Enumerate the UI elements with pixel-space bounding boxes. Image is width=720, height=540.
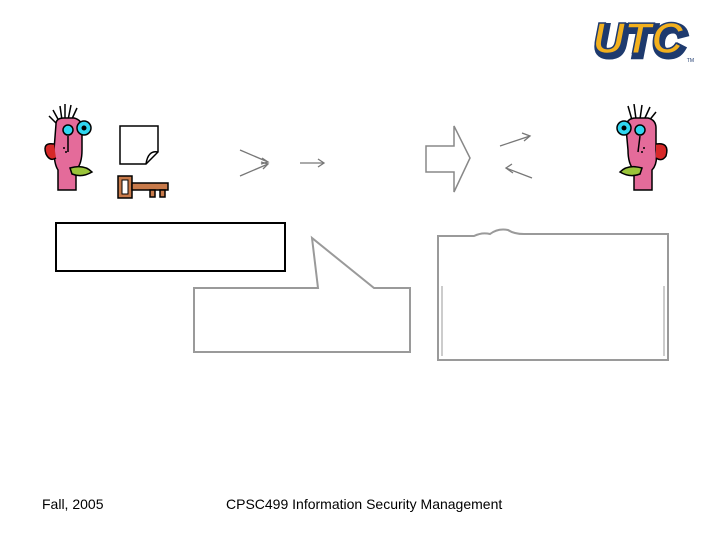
receiver-face-icon — [612, 104, 672, 192]
footer-course: CPSC499 Information Security Management — [226, 496, 503, 512]
sender-face-icon — [40, 104, 96, 192]
logo-trademark: TM — [687, 58, 694, 64]
text-box-left — [55, 222, 286, 272]
utc-logo: UTC UTC TM — [586, 8, 698, 64]
footer-date: Fall, 2005 — [42, 496, 104, 512]
arrow-right-icon — [298, 156, 328, 170]
block-arrow-icon — [424, 124, 472, 194]
key-icon — [116, 174, 172, 200]
logo-text: UTC — [593, 14, 685, 63]
document-icon — [118, 124, 162, 166]
converging-arrows-icon — [236, 144, 276, 180]
logo-shadow-text: UTC — [595, 17, 687, 64]
torn-box-right — [434, 226, 674, 364]
callout-bubble — [192, 234, 414, 356]
arrows-pair-icon — [496, 128, 540, 182]
